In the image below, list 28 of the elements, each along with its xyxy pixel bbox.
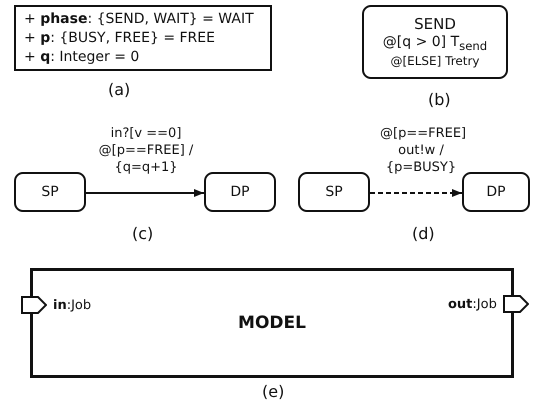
port-label: out:Job	[448, 296, 497, 312]
attribute-text: + q: Integer = 0	[24, 48, 140, 67]
panel-caption: (e)	[262, 382, 284, 401]
state-name: DP	[230, 184, 250, 200]
panel-caption: (c)	[132, 224, 154, 243]
state-box	[298, 172, 370, 212]
state-name: SEND	[414, 15, 456, 34]
arrow	[86, 189, 204, 197]
attribute-box	[14, 5, 272, 71]
panel-caption: (d)	[412, 224, 435, 243]
dashed-arrow	[370, 189, 462, 197]
model-name: MODEL	[238, 313, 306, 333]
port-label: in:Job	[53, 298, 92, 312]
state-name: DP	[486, 184, 506, 200]
edge-label: in?[v ==0] @[p==FREE] / {q=q+1}	[98, 126, 194, 177]
transition-text: @[q > 0] T$_{send}$	[382, 34, 488, 54]
state-box	[204, 172, 276, 212]
model-box	[30, 268, 514, 378]
state-box	[462, 172, 530, 212]
panel-caption: (a)	[108, 80, 130, 99]
state-box	[14, 172, 86, 212]
transition-text: @[ELSE] Tretry	[390, 54, 480, 69]
state-name: SP	[41, 184, 59, 200]
state-name: SP	[325, 184, 343, 200]
state-box	[362, 5, 508, 79]
attribute-text: + p: {BUSY, FREE} = FREE	[24, 29, 216, 48]
attribute-text: + phase: {SEND, WAIT} = WAIT	[24, 10, 255, 29]
panel-caption: (b)	[428, 90, 451, 109]
